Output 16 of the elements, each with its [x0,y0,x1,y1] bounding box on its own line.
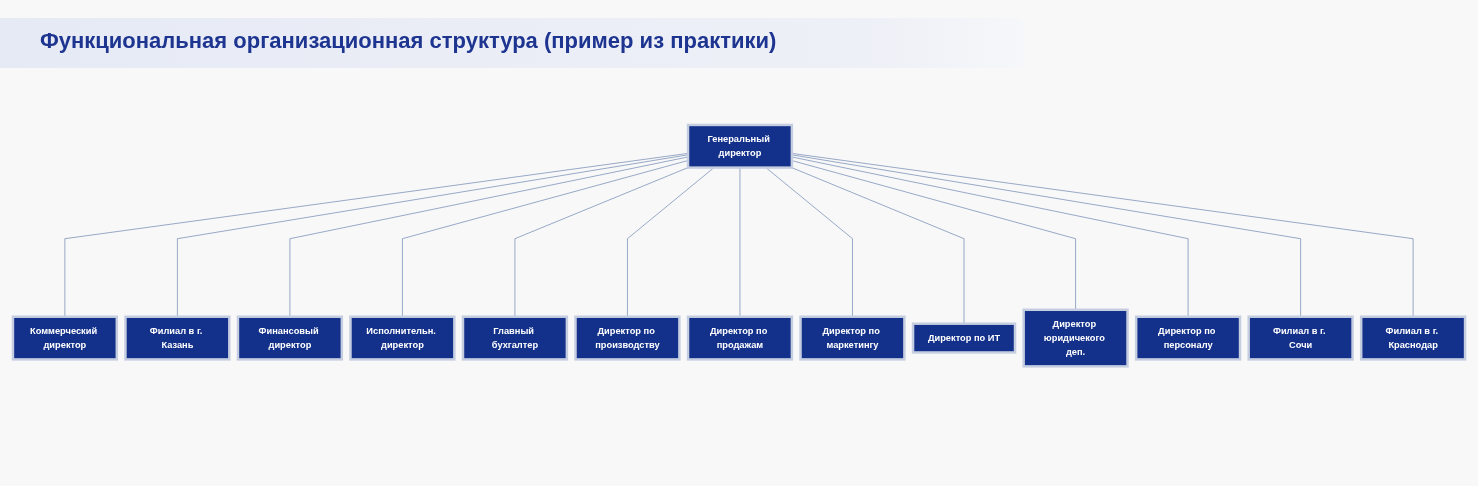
node-box: Филиал в г. Сочи [1247,315,1354,361]
node-box: Директор по маркетингу [799,315,906,361]
node-box: Директор юридичекого деп. [1022,308,1129,368]
connector [791,167,965,324]
title: Функциональная организационная структура (пример из практики) [40,28,777,54]
node-box: Директор по персоналу [1134,315,1242,361]
node-box: Директор по ИТ [911,322,1017,354]
node-box: Финансовый директор [236,315,344,361]
node-box: Филиал в г. Казань [124,315,231,361]
node-box: Коммерческий директор [11,315,119,361]
node-box: Исполнительн. директор [349,315,456,361]
node-box: Филиал в г. Краснодар [1359,315,1467,361]
node-box: Главный бухгалтер [461,315,569,361]
node-box: Директор по производству [574,315,681,361]
node-box: Генеральный директор [686,123,794,169]
node-box: Директор по продажам [686,315,794,361]
